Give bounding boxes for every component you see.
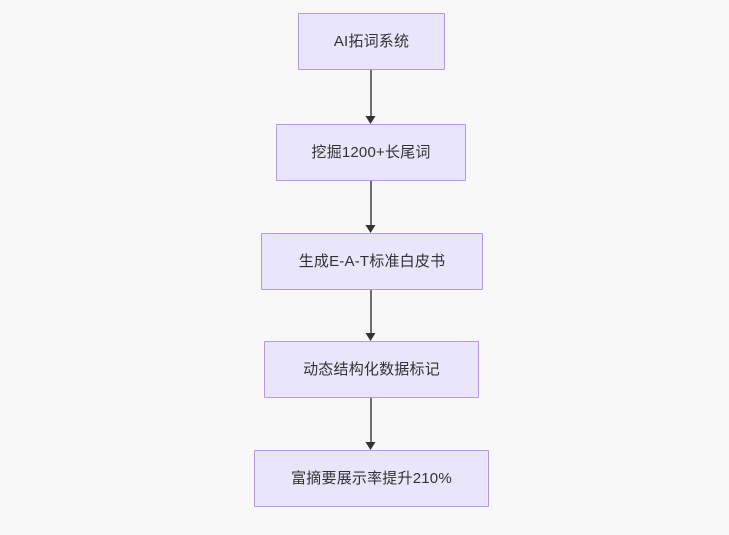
- arrowhead-icon: [365, 224, 376, 233]
- edge-line: [370, 181, 372, 225]
- edge-line: [370, 290, 372, 333]
- flow-node-generate-eat-whitepaper[interactable]: 生成E-A-T标准白皮书: [261, 233, 483, 290]
- flow-node-label: 挖掘1200+长尾词: [311, 144, 431, 161]
- arrowhead-icon: [365, 332, 376, 341]
- arrowhead-icon: [365, 441, 376, 450]
- flow-node-label: AI拓词系统: [333, 33, 410, 50]
- flow-node-label: 富摘要展示率提升210%: [291, 470, 452, 487]
- edge-line: [370, 70, 372, 116]
- arrowhead-icon: [365, 115, 376, 124]
- flow-node-label: 动态结构化数据标记: [303, 361, 440, 378]
- flow-node-label: 生成E-A-T标准白皮书: [298, 253, 446, 270]
- flow-node-mine-longtail-keywords[interactable]: 挖掘1200+长尾词: [276, 124, 466, 181]
- edge-line: [370, 398, 372, 442]
- flow-node-dynamic-structured-data-markup[interactable]: 动态结构化数据标记: [264, 341, 479, 398]
- flow-node-rich-snippet-rate-increase[interactable]: 富摘要展示率提升210%: [254, 450, 489, 507]
- flow-node-ai-keyword-system[interactable]: AI拓词系统: [298, 13, 445, 70]
